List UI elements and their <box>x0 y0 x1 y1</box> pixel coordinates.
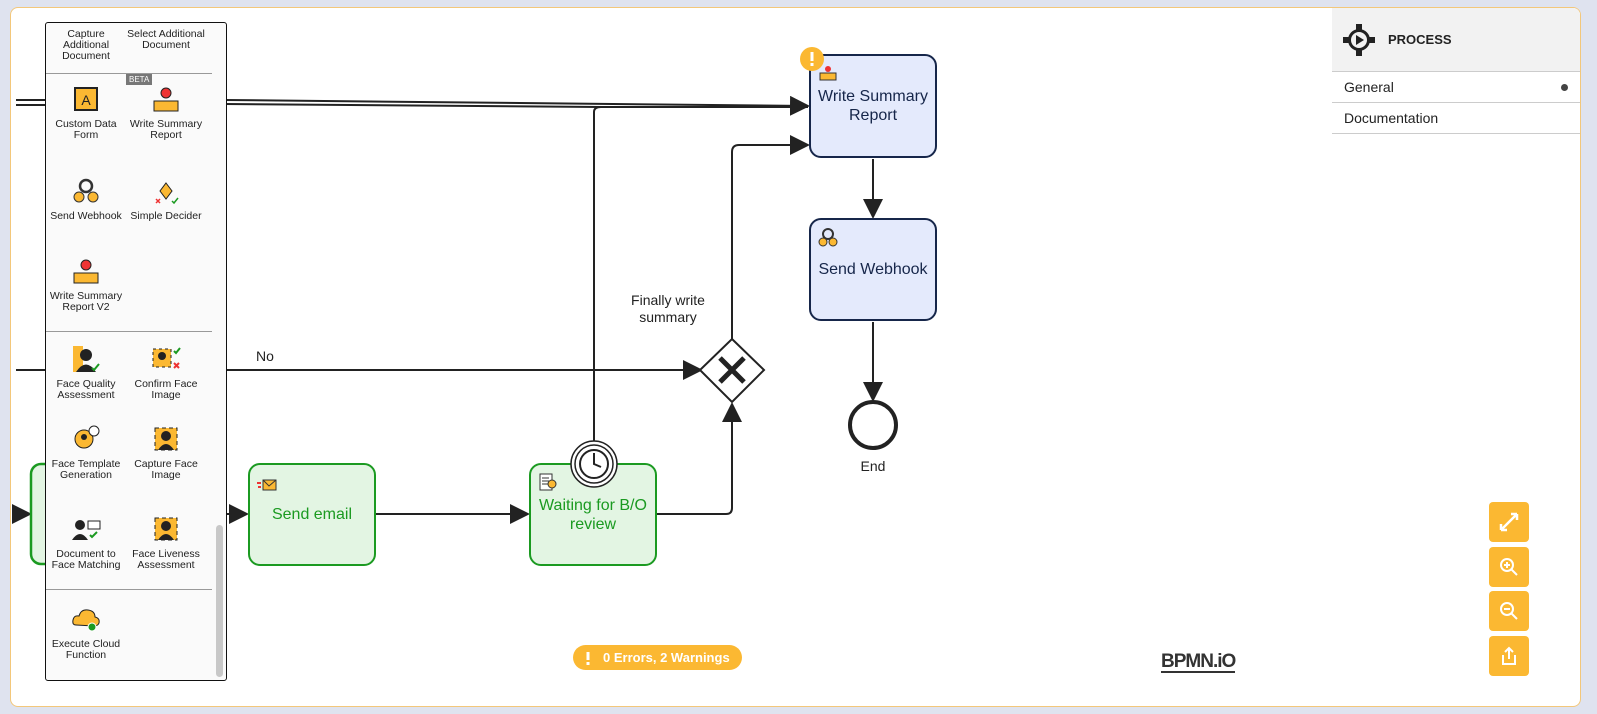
bpmn-io-logo[interactable]: BPMN.iO <box>1161 651 1236 673</box>
write-summary-report-task[interactable]: Write Summary Report <box>809 54 937 158</box>
zoom-out-button[interactable] <box>1489 591 1529 631</box>
palette-item-document-face[interactable]: Document to Face Matching <box>46 513 126 571</box>
face-template-icon <box>74 425 100 449</box>
cloud-function-icon <box>72 609 100 632</box>
palette-item-cloud-function[interactable]: Execute Cloud Function <box>46 603 126 661</box>
palette-label: Document to Face Matching <box>51 548 121 571</box>
exclusive-gateway[interactable] <box>698 337 766 404</box>
palette-item-capture-face[interactable]: Capture Face Image <box>126 423 206 481</box>
timer-event-icon[interactable] <box>570 440 618 488</box>
task-label: Write Summary Report <box>818 88 928 124</box>
decider-icon <box>155 182 179 205</box>
palette-item-custom-data-form[interactable]: A Custom Data Form <box>46 83 126 141</box>
end-label: End <box>860 458 886 474</box>
document-face-icon <box>72 520 101 540</box>
face-quality-icon <box>73 346 100 372</box>
diagram-canvas[interactable]: Write Summary Report Send Webhook Send e… <box>10 7 1581 707</box>
send-email-task[interactable]: Send email <box>248 463 376 566</box>
flow-label-finally: Finally write summary <box>631 292 705 325</box>
warning-icon <box>586 651 590 665</box>
palette-item-write-summary[interactable]: Write Summary Report <box>126 83 206 141</box>
fullscreen-button[interactable] <box>1489 502 1529 542</box>
beta-badge: BETA <box>126 74 153 85</box>
face-liveness-icon <box>154 517 178 541</box>
capture-face-icon <box>154 427 178 451</box>
palette-divider <box>46 73 212 74</box>
active-dot-icon <box>1561 83 1568 91</box>
webhook-icon <box>818 228 838 247</box>
end-event[interactable] <box>848 400 898 450</box>
palette-label: Face Template Generation <box>51 458 121 481</box>
palette-item-capture-document[interactable]: Capture Additional Document <box>46 29 126 62</box>
lint-status-badge[interactable]: 0 Errors, 2 Warnings <box>573 645 742 670</box>
properties-group-documentation[interactable]: Documentation <box>1332 103 1580 134</box>
zoom-in-button[interactable] <box>1489 547 1529 587</box>
write-summary-icon <box>819 66 837 81</box>
palette-label: Write Summary Report <box>129 118 203 141</box>
palette-item-send-webhook[interactable]: Send Webhook <box>46 175 126 222</box>
properties-panel: PROCESS General Documentation <box>1332 8 1580 134</box>
webhook-icon <box>73 178 99 203</box>
warning-icon[interactable] <box>799 46 825 72</box>
palette-divider <box>46 331 212 332</box>
palette-item-face-template[interactable]: Face Template Generation <box>46 423 126 481</box>
palette-label: Capture Additional Document <box>62 28 110 62</box>
custom-data-form-icon: A <box>74 87 98 111</box>
write-summary-icon <box>73 259 99 284</box>
palette-item-confirm-face[interactable]: Confirm Face Image <box>126 343 206 401</box>
waiting-review-task[interactable]: Waiting for B/O review <box>529 463 657 566</box>
palette-item-select-document[interactable]: Select Additional Document <box>126 29 206 51</box>
properties-header: PROCESS <box>1332 8 1580 72</box>
palette-label: Send Webhook <box>50 210 122 222</box>
confirm-face-icon <box>152 347 181 369</box>
send-webhook-task[interactable]: Send Webhook <box>809 218 937 321</box>
palette-label: Face Quality Assessment <box>56 378 116 401</box>
flow-label-no: No <box>256 348 274 364</box>
properties-row-label: General <box>1344 79 1394 95</box>
palette-label: Execute Cloud Function <box>51 638 121 661</box>
task-label: Waiting for B/O review <box>539 496 647 533</box>
palette-label: Confirm Face Image <box>134 378 198 401</box>
zoom-in-icon <box>1500 558 1518 576</box>
tool-palette[interactable]: Capture Additional Document Select Addit… <box>45 22 227 681</box>
process-gear-icon <box>1343 23 1375 56</box>
expand-icon <box>1499 512 1519 532</box>
palette-item-face-quality[interactable]: Face Quality Assessment <box>46 343 126 401</box>
palette-scrollbar[interactable] <box>216 525 223 677</box>
palette-label: Write Summary Report V2 <box>49 290 123 313</box>
palette-item-face-liveness[interactable]: Face Liveness Assessment <box>126 513 206 571</box>
palette-label: Select Additional Document <box>127 28 205 51</box>
palette-label: Simple Decider <box>130 210 202 222</box>
zoom-out-icon <box>1500 602 1518 620</box>
review-document-icon <box>539 473 557 491</box>
email-icon <box>257 479 277 491</box>
write-summary-icon <box>153 87 179 112</box>
palette-label: Custom Data Form <box>55 118 117 141</box>
palette-item-write-summary-v2[interactable]: Write Summary Report V2 <box>46 255 126 313</box>
svg-text:A: A <box>81 92 91 108</box>
lint-status-text: 0 Errors, 2 Warnings <box>603 650 730 665</box>
task-label: Send email <box>271 506 353 523</box>
palette-label: Face Liveness Assessment <box>132 548 200 571</box>
share-icon <box>1502 646 1516 665</box>
properties-title: PROCESS <box>1388 32 1452 47</box>
properties-group-general[interactable]: General <box>1332 72 1580 103</box>
palette-item-simple-decider[interactable]: Simple Decider <box>126 175 206 222</box>
task-label: Send Webhook <box>818 261 928 278</box>
properties-row-label: Documentation <box>1344 110 1439 126</box>
export-button[interactable] <box>1489 636 1529 676</box>
palette-divider <box>46 589 212 590</box>
palette-label: Capture Face Image <box>134 458 198 481</box>
